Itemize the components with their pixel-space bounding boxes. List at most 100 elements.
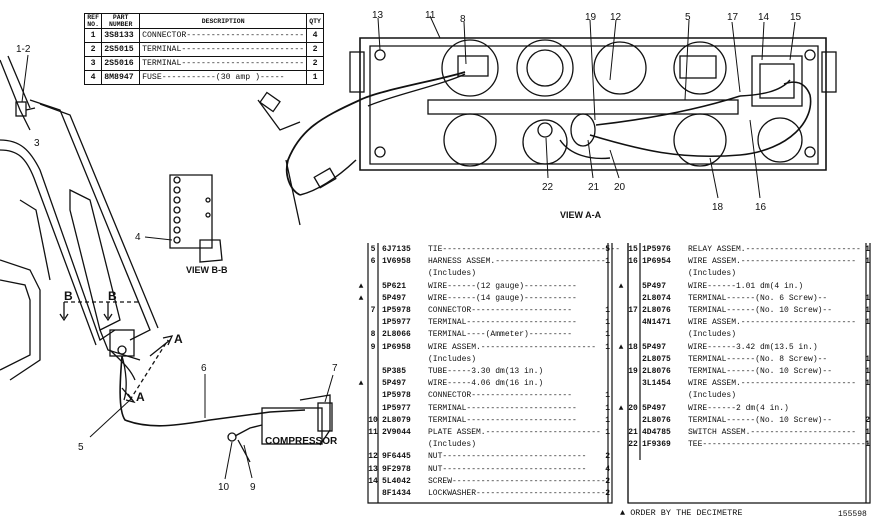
item-description: NUT------------------------------ <box>428 464 587 474</box>
item-quantity: 2 <box>865 415 870 425</box>
item-description: NUT------------------------------ <box>428 452 587 462</box>
callout-1-2: 1-2 <box>16 44 31 55</box>
item-ref: 8 <box>370 330 376 340</box>
item-description: TERMINAL----------------------- <box>428 415 577 425</box>
list-item: 1P5977 TERMINAL-----------------------1 <box>368 317 612 328</box>
item-part-number: 3L1454 <box>642 379 671 389</box>
item-description: SCREW--------------------------------- <box>428 476 611 486</box>
plate-assembly-outline <box>359 37 827 171</box>
item-description: TIE------------------------------------- <box>428 245 621 254</box>
item-description: CONNECTOR--------------------- <box>428 306 573 315</box>
order-by-decimetre-mark: ▲ <box>618 281 624 291</box>
item-ref: 15 <box>628 245 638 254</box>
view-bb-plate <box>169 174 213 249</box>
item-part-number: 5L4042 <box>382 476 411 486</box>
item-quantity: 1 <box>605 428 610 437</box>
section-b-label: B <box>64 289 73 303</box>
list-item: (Includes) <box>368 268 612 279</box>
item-description: (Includes) <box>428 440 477 450</box>
item-description: (Includes) <box>688 269 737 279</box>
item-quantity: 4 <box>605 464 610 474</box>
item-part-number: 5P497 <box>642 281 667 291</box>
callout-19: 19 <box>585 12 597 23</box>
item-quantity: 1 <box>865 367 870 376</box>
item-description: WIRE------(12 gauge)----------- <box>428 281 577 291</box>
item-quantity: 1 <box>605 306 610 315</box>
item-quantity: 1 <box>605 391 610 401</box>
item-ref: 9 <box>370 342 376 352</box>
item-description: PLATE ASSEM.------------------------ <box>428 428 601 437</box>
callout-14: 14 <box>758 12 770 23</box>
callout-15: 15 <box>790 12 802 23</box>
list-item: 2L8074 TERMINAL------(No. 6 Screw)--1 <box>628 293 872 304</box>
item-quantity: 1 <box>865 245 870 254</box>
item-part-number: 5P385 <box>382 367 407 376</box>
item-description: TERMINAL------(No. 10 Screw)-- <box>688 367 833 376</box>
compressor-body <box>261 407 323 445</box>
item-part-number: 4N1471 <box>642 318 671 328</box>
item-part-number: 4D4785 <box>642 428 671 437</box>
order-by-decimetre-mark: ▲ <box>618 342 624 352</box>
top-parts-table: REF NO. PART NUMBER DESCRIPTION QTY 1 3S… <box>83 13 324 85</box>
list-item: (Includes) <box>368 439 612 450</box>
row-desc: FUSE-----------(30 amp )----- <box>139 70 308 85</box>
list-item: 1P5977 TERMINAL-----------------------1 <box>368 403 612 414</box>
callout-8: 8 <box>460 14 466 25</box>
item-part-number: 1P5978 <box>382 391 411 401</box>
item-part-number: 5P621 <box>382 281 407 291</box>
list-item: 5P385 TUBE-----3.30 dm(13 in.) <box>368 366 612 377</box>
item-ref: 13 <box>368 464 378 474</box>
item-description: TERMINAL------(No. 8 Screw)-- <box>688 354 828 364</box>
item-part-number: 5P497 <box>382 379 407 389</box>
footnote-order-by-decimetre: ▲ ORDER BY THE DECIMETRE <box>620 508 743 518</box>
item-part-number: 2L8066 <box>382 330 411 340</box>
row-qty: 1 <box>306 70 324 85</box>
item-part-number: 1P5976 <box>642 245 671 254</box>
item-part-number: 6J7135 <box>382 245 411 254</box>
item-description: TUBE-----3.30 dm(13 in.) <box>428 367 544 376</box>
item-ref: 7 <box>370 306 376 315</box>
item-part-number: 1P5977 <box>382 318 411 328</box>
item-description: WIRE-----4.06 dm(16 in.) <box>428 379 544 389</box>
callout-4: 4 <box>135 232 141 243</box>
item-description: SWITCH ASSEM.---------------------- <box>688 428 857 437</box>
list-item: (Includes) <box>628 390 872 401</box>
callout-10: 10 <box>218 482 230 493</box>
item-quantity: 1 <box>605 403 610 413</box>
order-by-decimetre-mark: ▲ <box>358 379 364 389</box>
callout-7: 7 <box>332 363 338 374</box>
item-description: TERMINAL----------------------- <box>428 403 577 413</box>
item-quantity: 2 <box>605 489 610 498</box>
item-description: CONNECTOR--------------------- <box>428 391 573 401</box>
callout-20: 20 <box>614 182 626 193</box>
item-quantity: 1 <box>865 354 870 364</box>
item-quantity: 1 <box>865 318 870 328</box>
item-quantity: 1 <box>605 342 610 352</box>
item-description: TERMINAL----------------------- <box>428 318 577 328</box>
item-quantity: 1 <box>605 257 610 267</box>
item-quantity: 1 <box>605 330 610 340</box>
list-item: 2L8076 TERMINAL------(No. 10 Screw)--2 <box>628 415 872 426</box>
item-part-number: 1F9369 <box>642 440 671 450</box>
item-description: WIRE------2 dm(4 in.) <box>688 403 789 413</box>
callout-22: 22 <box>542 182 554 193</box>
item-part-number: 2L8076 <box>642 367 671 376</box>
item-ref: 10 <box>368 415 378 425</box>
harness-wire-path <box>119 355 306 427</box>
section-a-label: A <box>174 332 183 346</box>
item-part-number: 2L8074 <box>642 293 671 303</box>
